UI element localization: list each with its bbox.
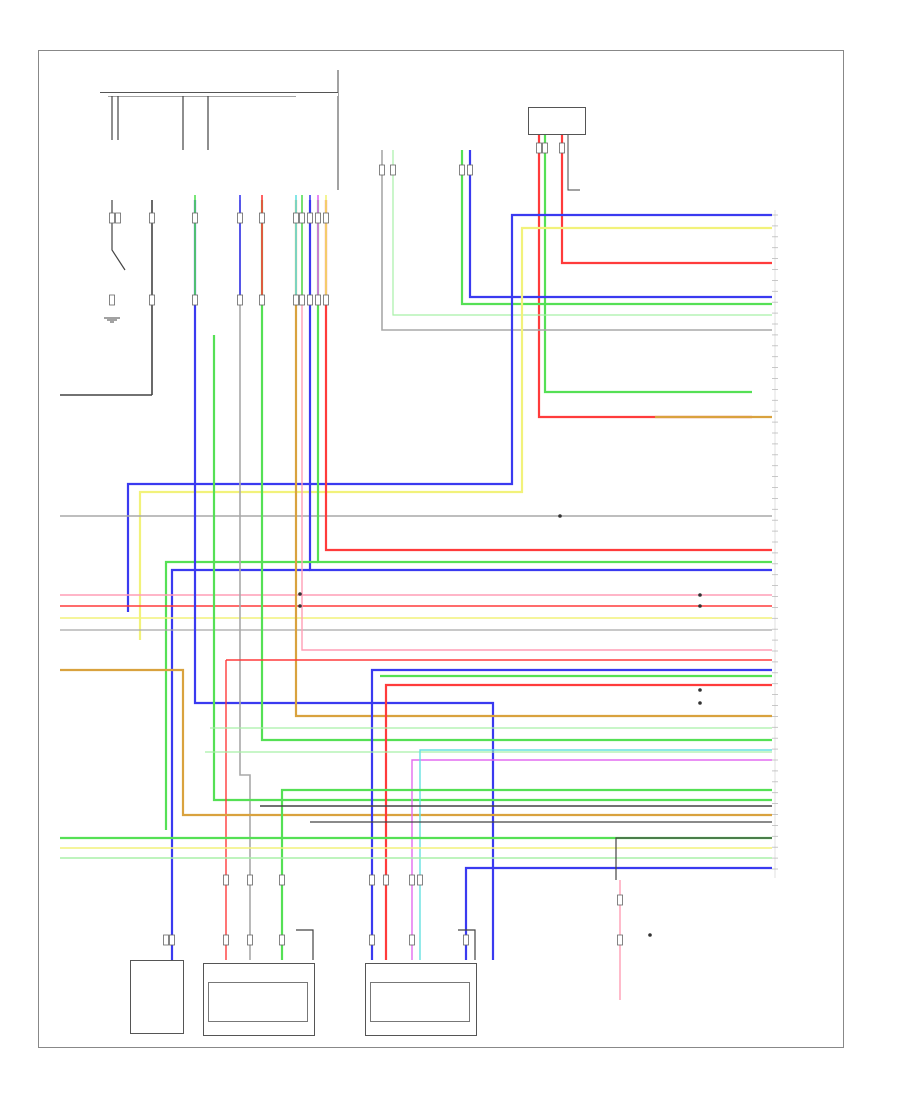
connector-2 (149, 212, 155, 224)
green-front-wire (280, 788, 772, 960)
connector-44 (617, 934, 623, 946)
connector-6 (293, 212, 299, 224)
connector-20 (323, 294, 329, 306)
connector-43 (617, 894, 623, 906)
front-module-link (296, 929, 314, 960)
switch-ground-wire (111, 200, 126, 271)
connector-27 (559, 142, 565, 154)
connector-layer (104, 142, 778, 946)
left-lower-module-box (130, 960, 184, 1034)
connector-31 (223, 934, 229, 946)
connector-7 (299, 212, 305, 224)
upper-lightgreen-wire (392, 150, 772, 316)
connector-5 (259, 212, 265, 224)
splice-dot-7 (648, 933, 652, 937)
violet-rear-wire (411, 759, 772, 960)
front-control-module-inner (208, 982, 308, 1022)
display-ground-wire (567, 135, 580, 191)
green-long-drop (212, 335, 772, 802)
connector-13 (192, 294, 198, 306)
connector-19 (315, 294, 321, 306)
left-blue-wire (170, 568, 310, 960)
connector-15 (259, 294, 265, 306)
connector-9 (315, 212, 321, 224)
connector-22 (390, 164, 396, 176)
blue-drop-wire (193, 200, 495, 960)
mid-red-wire (324, 200, 772, 552)
connector-38 (369, 934, 375, 946)
connector-23 (459, 164, 465, 176)
orange-drop-wire (294, 200, 772, 718)
connector-16 (293, 294, 299, 306)
rear-control-module-inner (370, 982, 470, 1022)
connector-12 (149, 294, 155, 306)
connector-29 (247, 874, 253, 886)
connector-28 (223, 874, 229, 886)
connector-24 (467, 164, 473, 176)
connector-17 (299, 294, 305, 306)
connector-25 (536, 142, 542, 154)
splice-dot-4 (698, 604, 702, 608)
connector-35 (383, 874, 389, 886)
connector-26 (542, 142, 548, 154)
connector-36 (409, 874, 415, 886)
connector-18 (307, 294, 313, 306)
front-control-module-box (203, 963, 315, 1036)
connector-39 (409, 934, 415, 946)
connector-37 (417, 874, 423, 886)
connector-42 (169, 934, 175, 946)
ground-symbol-icon (104, 317, 120, 323)
long-blue-wire (126, 213, 772, 612)
connector-40 (463, 934, 469, 946)
orange-left-wire (60, 668, 772, 817)
left-green-wire (164, 560, 318, 830)
connector-11 (109, 294, 115, 306)
mid-blue-wire (308, 200, 772, 572)
display-green-wire (543, 135, 752, 394)
display-red-wire (537, 135, 752, 419)
dark-lamp-wire (615, 837, 772, 880)
upper-blue-wire (468, 150, 772, 299)
connector-8 (307, 212, 313, 224)
pink-drop-wire (301, 200, 772, 651)
splice-dot-1 (298, 604, 302, 608)
splice-dot-0 (298, 592, 302, 596)
connector-21 (379, 164, 385, 176)
connector-34 (369, 874, 375, 886)
cyan-rear-wire (419, 749, 772, 960)
blue-rear-wire (370, 668, 772, 960)
green-drop-wire (260, 200, 772, 742)
display-power-wire (560, 135, 772, 265)
rear-control-module-box (365, 963, 477, 1036)
connector-1 (115, 212, 121, 224)
display-module-box (528, 107, 586, 135)
red-rear-wire (384, 683, 772, 960)
connector-0 (109, 212, 115, 224)
splice-dot-2 (558, 514, 562, 518)
splice-dot-3 (698, 593, 702, 597)
long-yellow-wire (138, 226, 772, 640)
connector-14 (237, 294, 243, 306)
rear-module-link (458, 929, 476, 960)
upper-gray-wire (381, 150, 772, 331)
connector-30 (279, 874, 285, 886)
connector-33 (279, 934, 285, 946)
sheet-frame (38, 50, 844, 1048)
connector-4 (237, 212, 243, 224)
wire-layer (60, 70, 776, 1000)
connector-3 (192, 212, 198, 224)
connector-10 (323, 212, 329, 224)
upper-green-wire (460, 150, 772, 306)
splice-dot-5 (698, 688, 702, 692)
connector-41 (163, 934, 169, 946)
blue-bottom-wire (464, 866, 772, 960)
connector-32 (247, 934, 253, 946)
gray-drop-wire (239, 200, 251, 960)
splice-dot-6 (698, 701, 702, 705)
mode-switch-box (100, 92, 338, 96)
